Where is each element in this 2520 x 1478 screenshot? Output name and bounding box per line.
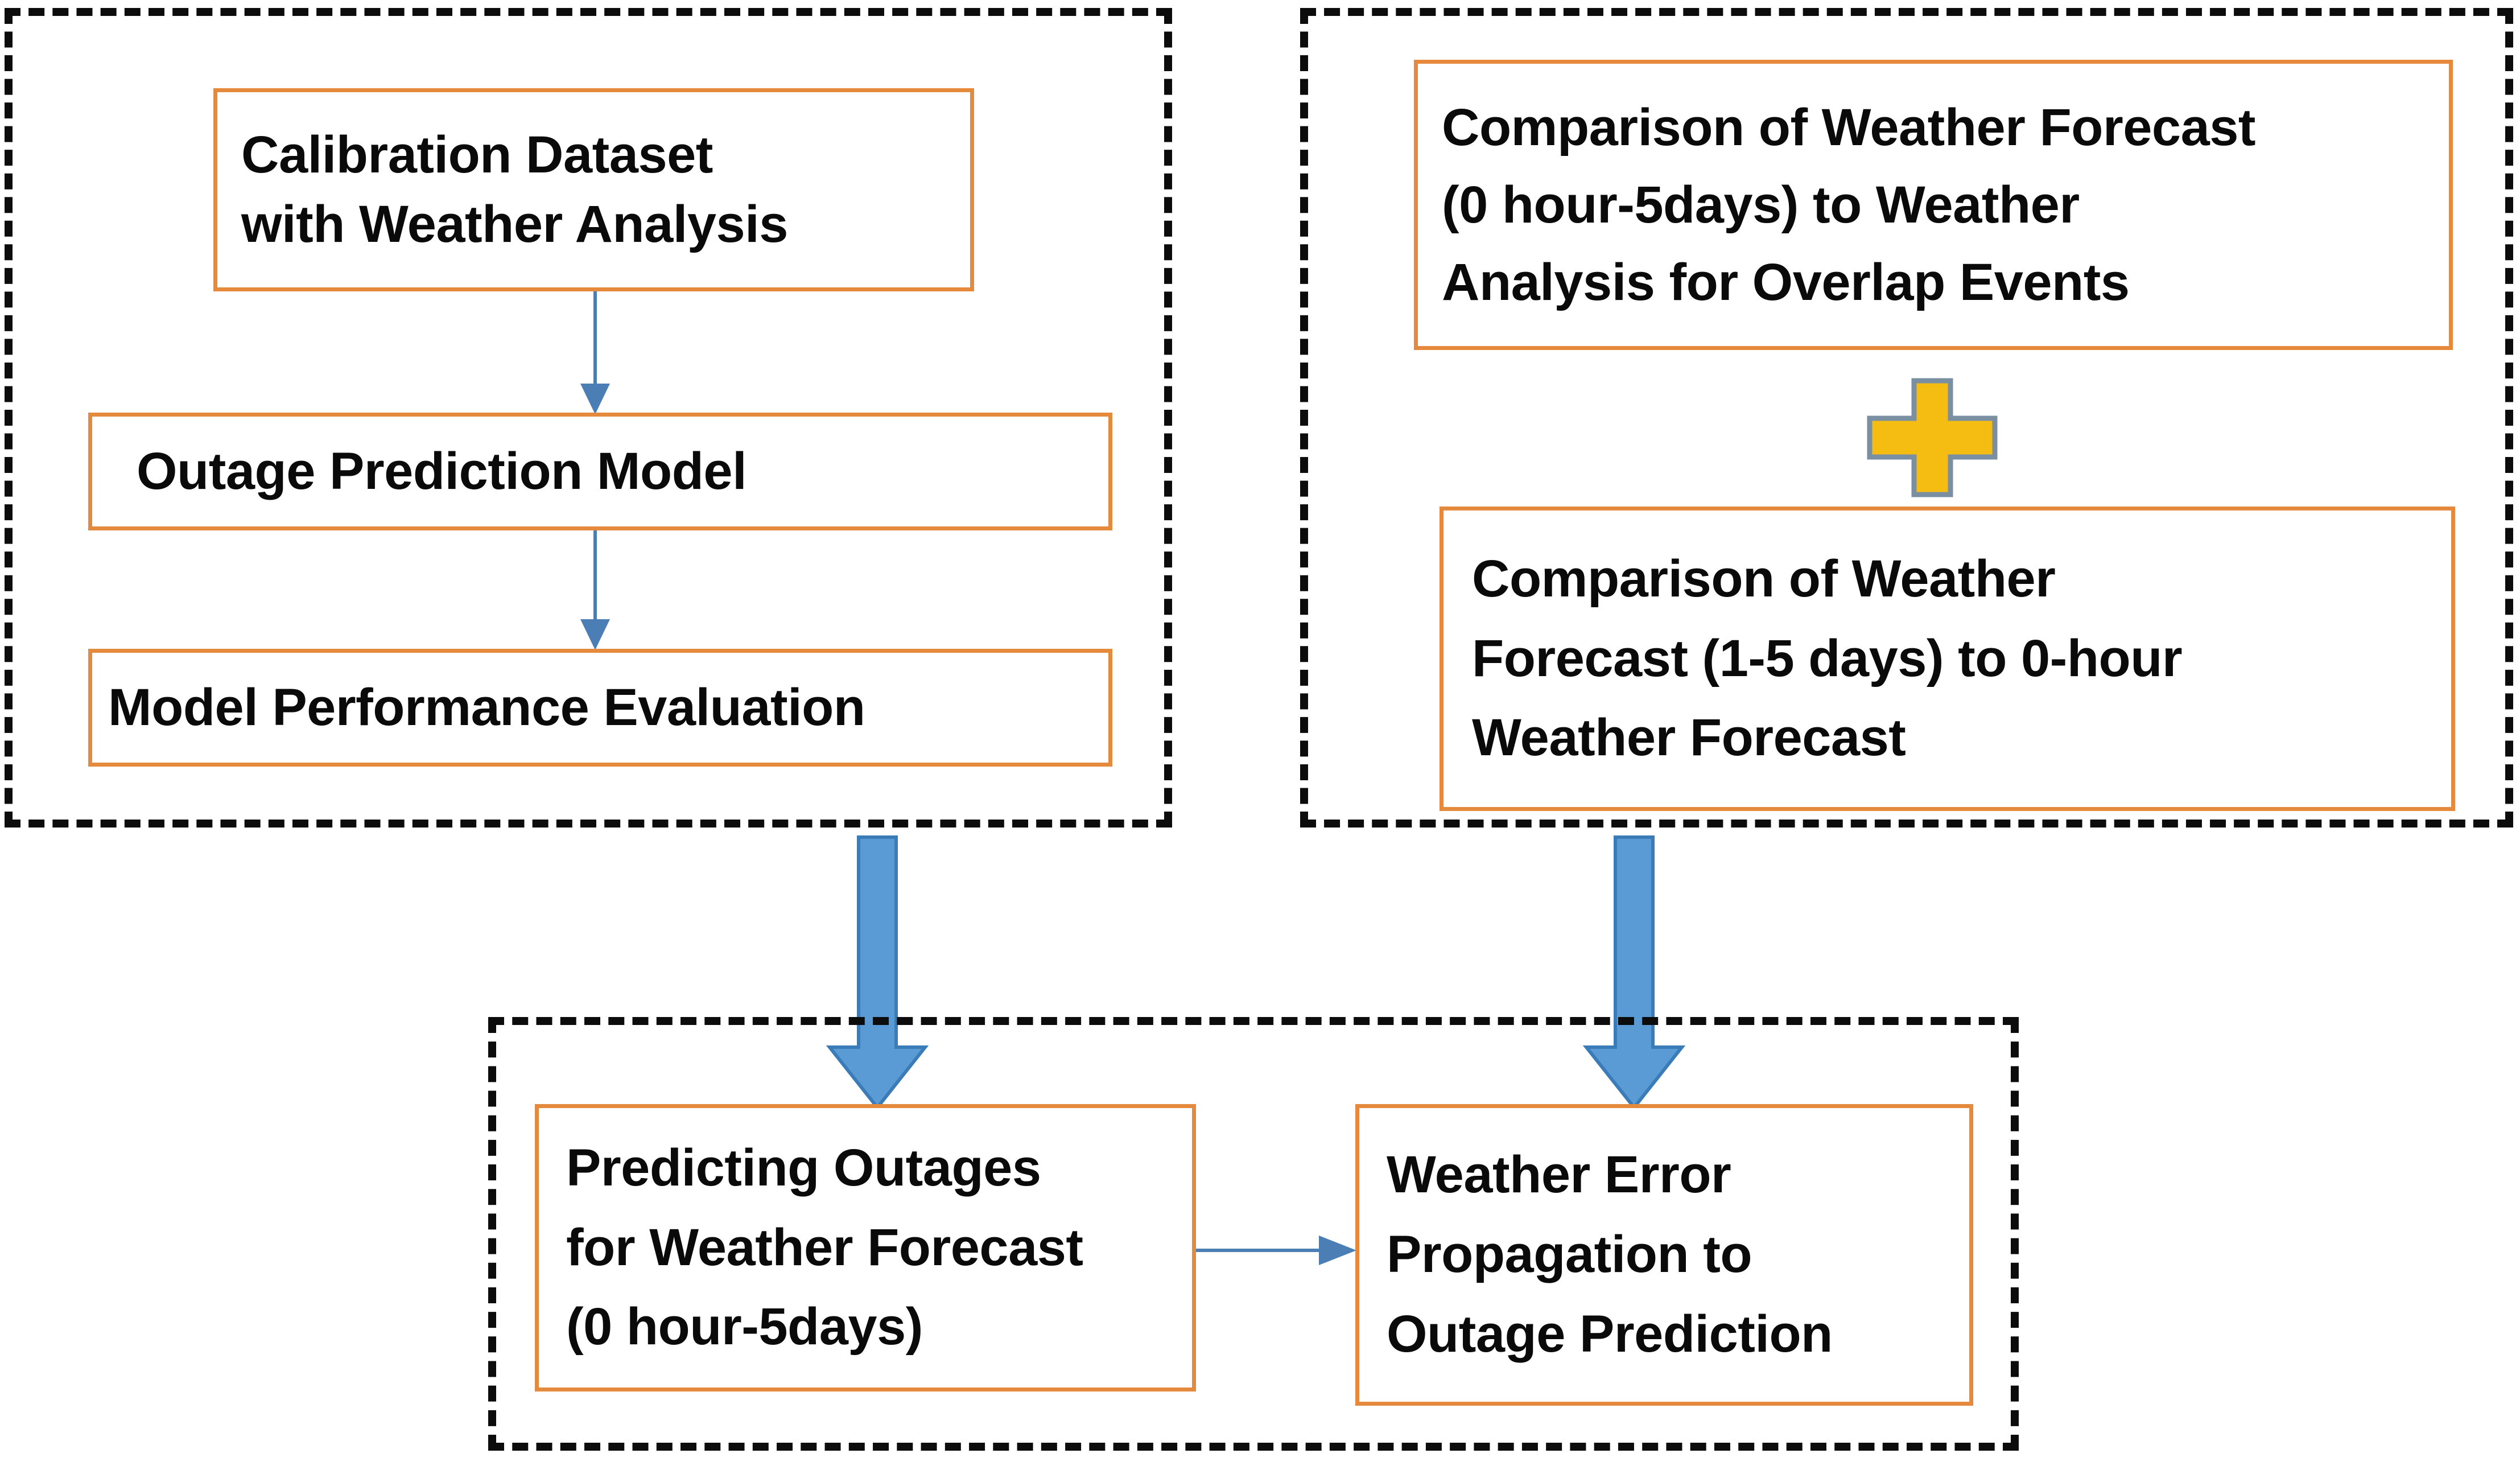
box-calibration-dataset[interactable]: Calibration Dataset with Weather Analysi… (213, 88, 974, 291)
box-line: Analysis for Overlap Events (1442, 253, 2130, 312)
box-line: (0 hour-5days) to Weather (1442, 175, 2080, 234)
box-line: Model Performance Evaluation (108, 678, 865, 736)
arrow-model-to-evaluation (580, 530, 610, 650)
weather-comparison-panel (1300, 8, 2513, 827)
plus-icon (1867, 378, 1998, 497)
box-line: Outage Prediction Model (137, 442, 747, 500)
box-comparison-forecast-to-analysis[interactable]: Comparison of Weather Forecast (0 hour-5… (1414, 60, 2453, 350)
forecast-outage-panel (488, 1017, 2019, 1451)
box-comparison-forecast-to-zero-hour[interactable]: Comparison of Weather Forecast (1-5 days… (1440, 507, 2455, 811)
box-line: Predicting Outages (566, 1138, 1041, 1197)
box-outage-prediction-model[interactable]: Outage Prediction Model (88, 413, 1112, 530)
box-line: Forecast (1-5 days) to 0-hour (1472, 629, 2183, 687)
calibration-panel (5, 8, 1172, 827)
box-line: Weather Error (1387, 1146, 1731, 1204)
box-line: Propagation to (1387, 1225, 1752, 1284)
box-line: Weather Forecast (1472, 709, 1906, 767)
box-model-performance-evaluation[interactable]: Model Performance Evaluation (88, 649, 1112, 767)
box-weather-error-propagation[interactable]: Weather Error Propagation to Outage Pred… (1355, 1104, 1973, 1406)
arrow-left-panel-to-predicting-outages (826, 835, 929, 1110)
arrow-predicting-outages-to-weather-error (1196, 1236, 1356, 1265)
box-line: for Weather Forecast (566, 1218, 1083, 1277)
arrow-calibration-to-model (580, 291, 610, 414)
box-line: Comparison of Weather Forecast (1442, 98, 2256, 157)
box-line: Comparison of Weather (1472, 549, 2056, 608)
box-predicting-outages[interactable]: Predicting Outages for Weather Forecast … (535, 1104, 1196, 1391)
box-line: Calibration Dataset (241, 126, 713, 184)
box-line: with Weather Analysis (241, 195, 788, 253)
box-line: Outage Prediction (1387, 1304, 1833, 1363)
box-line: (0 hour-5days) (566, 1298, 923, 1356)
arrow-right-panel-to-weather-error (1583, 835, 1685, 1110)
